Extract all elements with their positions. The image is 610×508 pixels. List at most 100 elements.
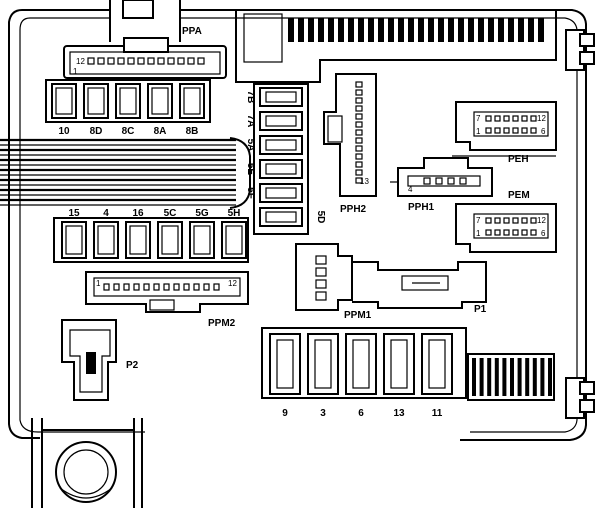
bottom-fuse-label: 11 (432, 408, 443, 419)
bottom-fuse-inner (428, 339, 446, 389)
relay-slot (358, 18, 364, 42)
pem-pin-6: 6 (541, 229, 546, 238)
middle-fuse-inner (129, 225, 147, 255)
relay-slot (398, 18, 404, 42)
connector-pin (521, 217, 528, 224)
bottom-fuse-inner (276, 339, 294, 389)
connector-pin (530, 217, 537, 224)
connector-pin (503, 217, 510, 224)
connector-pin (355, 169, 363, 176)
top-fuse-8d (83, 83, 109, 119)
connector-pin (163, 283, 170, 291)
connector-pin (459, 177, 467, 185)
top-fuse-inner (151, 87, 169, 115)
vertical-fuse-label: 5E (245, 163, 256, 176)
ppm2-label: PPM2 (208, 318, 236, 329)
middle-fuse-inner (225, 225, 243, 255)
vertical-fuse-inner (265, 211, 297, 223)
connector-pin (530, 115, 537, 122)
p1-label: P1 (474, 304, 487, 315)
connector-pin (485, 217, 492, 224)
p2-label: P2 (126, 360, 139, 371)
middle-fuse-5g (189, 221, 215, 259)
relay-slot (488, 18, 494, 42)
bottom-fuse-13 (383, 333, 415, 395)
bottom-fuse-inner (390, 339, 408, 389)
pem-connector: 7 12 1 6 (455, 203, 557, 253)
connector-pin (87, 57, 95, 65)
grille-slat (517, 358, 522, 396)
relay-slot (328, 18, 334, 42)
relay-slot (348, 18, 354, 42)
housing-outline (8, 9, 587, 441)
ppm1-connector (295, 243, 353, 311)
harness-end (229, 137, 251, 209)
grille-slat (540, 358, 545, 396)
connector-pin (143, 283, 150, 291)
vertical-fuse-5e (259, 159, 303, 179)
connector-pin (423, 177, 431, 185)
connector-pin (512, 127, 519, 134)
top-fuse-label: 10 (58, 126, 70, 137)
ppm2-pin-12: 12 (228, 279, 237, 288)
relay-slot (538, 18, 544, 42)
connector-pin (193, 283, 200, 291)
bottom-fuse-6 (345, 333, 377, 395)
connector-pin (530, 127, 537, 134)
middle-fuse-inner (65, 225, 83, 255)
vertical-fuse-frame (253, 83, 309, 235)
middle-fuse-label: 5C (164, 208, 177, 219)
connector-pin (157, 57, 165, 65)
connector-pin (315, 279, 327, 289)
ppa-pin-12: 12 (76, 57, 85, 66)
middle-fuse-inner (97, 225, 115, 255)
relay-slot (378, 18, 384, 42)
middle-fuse-label: 5G (195, 208, 209, 219)
connector-pin (494, 217, 501, 224)
connector-pin (494, 115, 501, 122)
bottom-fuse-frame (261, 327, 467, 399)
relay-block-top (235, 10, 557, 83)
bottom-fuse-label: 6 (358, 408, 364, 419)
connector-pin (213, 283, 220, 291)
bottom-fuse-9 (269, 333, 301, 395)
vertical-fuse-5a (259, 135, 303, 155)
connector-pin (315, 255, 327, 265)
connector-pin (355, 113, 363, 120)
connector-pin (485, 229, 492, 236)
relay-slot (448, 18, 454, 42)
pph1-label: PPH1 (408, 202, 435, 213)
middle-fuse-15 (61, 221, 87, 259)
connector-pin (103, 283, 110, 291)
connector-pin (503, 115, 510, 122)
middle-fuse-16 (125, 221, 151, 259)
relay-slot (298, 18, 304, 42)
ppm2-connector: 1 12 (85, 271, 249, 313)
middle-fuse-5h (221, 221, 247, 259)
middle-fuse-5c (157, 221, 183, 259)
vertical-fuse-5f (259, 183, 303, 203)
vertical-fuse-label: 7B (245, 91, 256, 104)
grille-slat (494, 358, 499, 396)
relay-slot (288, 18, 294, 42)
connector-pin (183, 283, 190, 291)
connector-pin (355, 137, 363, 144)
middle-fuse-label: 15 (68, 208, 80, 219)
relay-slot (318, 18, 324, 42)
pph2-connector: 13 (323, 73, 377, 197)
grille-slat (479, 358, 484, 396)
top-fuse-row-frame (45, 79, 211, 123)
vertical-fuse-inner (265, 187, 297, 199)
top-fuse-inner (55, 87, 73, 115)
top-fuse-label: 8C (122, 126, 135, 137)
relay-slot (508, 18, 514, 42)
pem-label: PEM (508, 190, 530, 201)
grille-slat (510, 358, 514, 396)
connector-pin (167, 57, 175, 65)
relay-slot (338, 18, 344, 42)
peh-pin-7: 7 (476, 114, 481, 123)
pph2-pin-13: 13 (360, 177, 369, 186)
vertical-fuse-label: 7A (245, 115, 256, 128)
pem-pin-12: 12 (537, 216, 546, 225)
